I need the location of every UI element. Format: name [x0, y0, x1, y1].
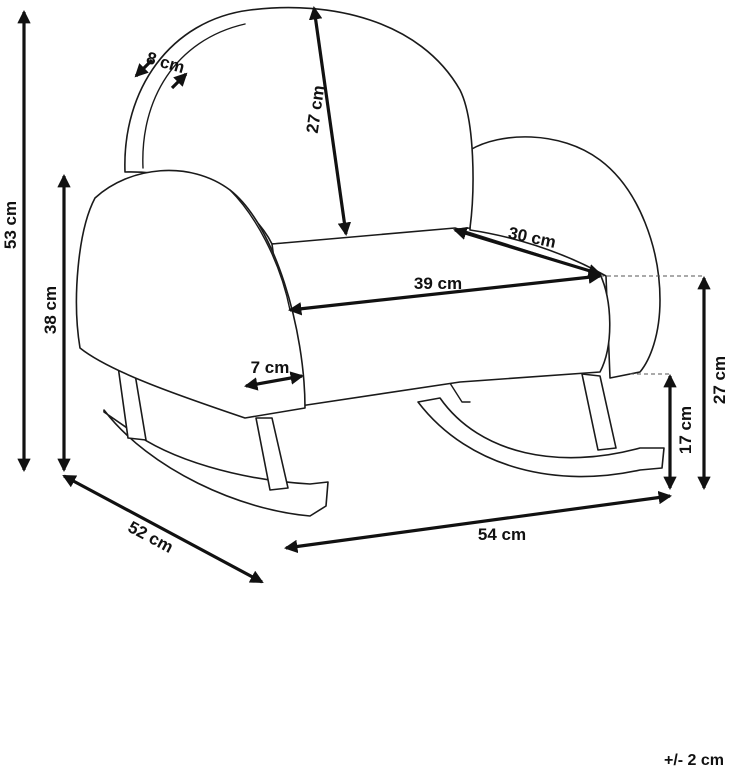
width-arrow — [284, 490, 672, 554]
seat-cushion — [271, 227, 611, 407]
depth-arrow — [62, 474, 264, 584]
left-front-leg — [255, 417, 289, 491]
back-thickness-arrow-b — [170, 72, 188, 90]
seat-width-label: 39 cm — [414, 274, 462, 293]
chair-drawing — [75, 6, 665, 517]
arm-width-arrow — [244, 371, 304, 391]
width-label: 54 cm — [478, 525, 526, 544]
dimension-lines — [17, 6, 711, 584]
seat-width-arrow — [287, 270, 603, 316]
backrest-edge — [142, 23, 246, 169]
arm-width-label: 7 cm — [251, 358, 290, 377]
seat-height-label: 27 cm — [710, 356, 729, 404]
seat-depth-arrow — [453, 226, 602, 278]
right-rear-leg — [447, 379, 471, 403]
left-arm — [75, 169, 306, 419]
back-thickness-arrow-a — [134, 58, 154, 78]
total-height-label: 53 cm — [1, 201, 20, 249]
tolerance-note: +/- 2 cm — [663, 752, 724, 769]
rocker-height-label: 17 cm — [676, 406, 695, 454]
arm-height-label: 38 cm — [41, 286, 60, 334]
right-front-leg — [581, 373, 617, 451]
right-rocker — [417, 397, 665, 478]
left-arm-inner-edge — [229, 189, 291, 311]
back-height-arrow — [308, 6, 352, 236]
